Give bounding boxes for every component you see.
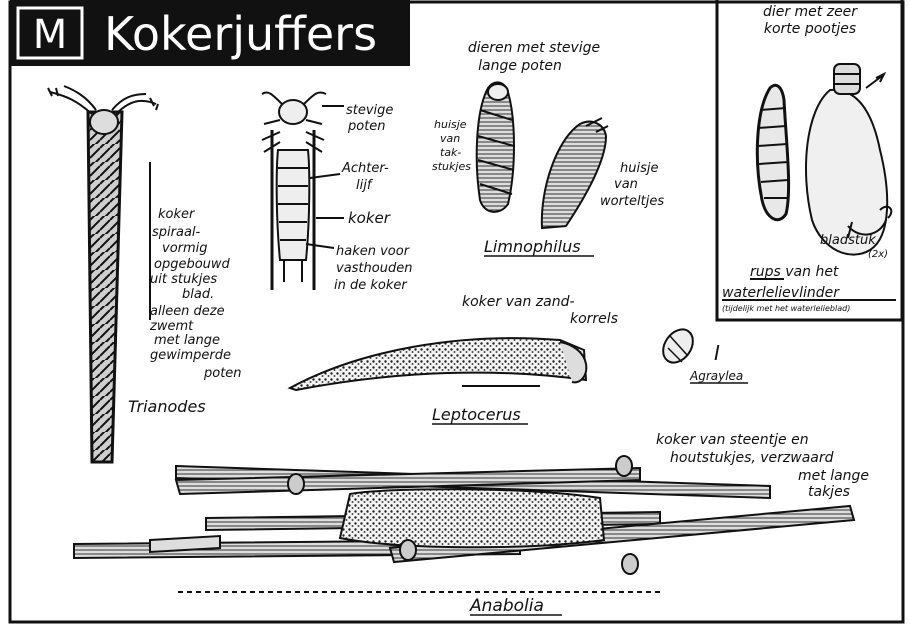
twigs-drawing [74, 456, 854, 574]
leaf-case-drawing [806, 64, 891, 255]
trianodes-note-9: gewimperde [150, 348, 231, 363]
huisje-takjes-3: stukjes [432, 160, 471, 173]
trianodes-note-0: koker [158, 207, 196, 222]
haken-3: in de koker [334, 278, 408, 293]
achterlijf-1: Achter- [341, 161, 389, 176]
trianodes-note-10: poten [203, 366, 242, 381]
stevige-poten-1: stevige [346, 103, 393, 118]
trianodes-note-3: opgebouwd [154, 257, 231, 272]
trianodes-note-6: alleen deze [150, 304, 225, 319]
huisje-worteltjes-1: van [614, 177, 638, 192]
caterpillar-caption-1: rups van het [750, 264, 839, 280]
caterpillar-note-2: korte pootjes [764, 21, 856, 37]
anabolia-note-4: takjes [808, 484, 850, 500]
anabolia-note-2: houtstukjes, verzwaard [670, 450, 834, 466]
stevige-poten-2: poten [347, 119, 386, 134]
larva-group: stevige poten Achter- lijf koker haken v… [262, 92, 412, 293]
trianodes-note-2: vormig [162, 241, 208, 256]
agraylea-name: Agraylea [689, 369, 743, 383]
root-case-drawing [542, 118, 608, 228]
limnophilus-group: dieren met stevige lange poten huisje va… [432, 40, 664, 256]
anabolia-note-3: met lange [798, 468, 869, 484]
leptocerus-name: Leptocerus [432, 405, 521, 424]
limnophilus-name: Limnophilus [484, 237, 581, 256]
huisje-worteltjes-2: worteltjes [600, 194, 664, 209]
leptocerus-group: koker van zand- korrels Leptocerus [290, 294, 618, 424]
huisje-takjes-0: huisje [434, 118, 467, 131]
haken-2: vasthouden [336, 261, 412, 276]
larva-drawing [262, 92, 326, 290]
sand-case-drawing [290, 338, 586, 390]
leptocerus-note-1: koker van zand- [462, 294, 575, 310]
badge-letter: M [33, 12, 68, 58]
limnophilus-note-2: lange poten [478, 58, 562, 74]
haken-1: haken voor [336, 244, 411, 259]
header: M Kokerjuffers [10, 0, 410, 66]
trianodes-head [48, 86, 158, 134]
achterlijf-2: lijf [356, 178, 374, 193]
huisje-takjes-1: van [440, 132, 460, 145]
caterpillar-caption-2: waterlelievlinder [722, 285, 840, 301]
trianodes-note-1: spiraal- [152, 225, 201, 240]
koker-label: koker [348, 209, 391, 227]
caterpillar-panel: dier met zeer korte pootjes bladstuk (2x… [717, 0, 902, 320]
page-title: Kokerjuffers [104, 7, 377, 61]
leptocerus-note-2: korrels [570, 311, 618, 327]
huisje-worteltjes-0: huisje [620, 161, 658, 176]
huisje-takjes-2: tak- [440, 146, 461, 159]
bladstuk-sub: (2x) [868, 249, 888, 260]
bladstuk-label: bladstuk [820, 233, 876, 248]
anabolia-name: Anabolia [469, 596, 544, 616]
twig-case-drawing [477, 82, 514, 211]
anabolia-group: koker van steentje en houtstukjes, verzw… [74, 432, 869, 616]
trianodes-group: koker spiraal- vormig opgebouwd uit stuk… [48, 86, 242, 462]
caterpillar-drawing [757, 85, 788, 219]
caterpillar-caption-3: (tijdelijk met het waterlelieblad) [722, 304, 850, 313]
trianodes-note-7: zwemt [149, 319, 194, 334]
agraylea-scale: I [714, 341, 720, 365]
trianodes-note-4: uit stukjes [150, 272, 217, 287]
trianodes-name: Trianodes [128, 397, 206, 416]
caterpillar-note-1: dier met zeer [763, 4, 858, 20]
trianodes-note-5: blad. [182, 287, 214, 302]
anabolia-note-1: koker van steentje en [656, 432, 809, 448]
trianodes-note-8: met lange [154, 333, 220, 348]
limnophilus-note-1: dieren met stevige [468, 40, 600, 56]
agraylea-group: I Agraylea [657, 324, 748, 383]
trianodes-case [88, 112, 122, 462]
